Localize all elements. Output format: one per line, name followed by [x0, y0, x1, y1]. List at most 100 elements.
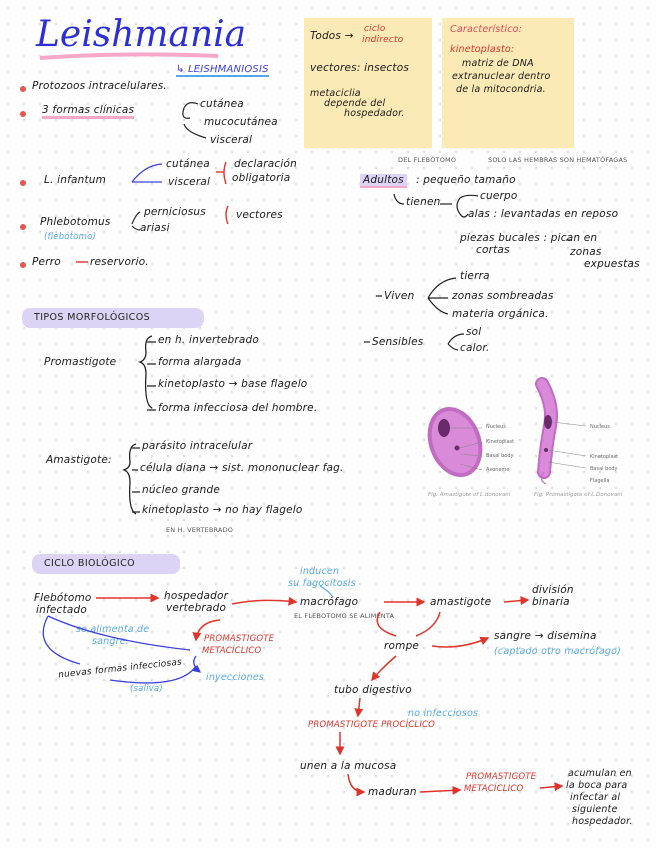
amastigote-label: Amastigote:: [46, 454, 112, 466]
note1-ciclo-2: indirecto: [362, 35, 404, 45]
form-visceral: visceral: [210, 134, 253, 146]
intro-b5: Perro: [32, 256, 61, 268]
ciclo-inducen-2: su fagocitosis: [288, 578, 356, 589]
tienen-label: tienen: [406, 196, 441, 208]
promastigote-item-4: forma infecciosa del hombre.: [158, 402, 318, 414]
ciclo-prom-meta-2: METACÍCLICO: [202, 646, 262, 656]
bullet-dot: [20, 262, 26, 268]
intro-b2: 3 formas clínicas: [42, 104, 135, 119]
ama-label-axoneme: Axoneme: [486, 467, 510, 473]
promastigote-figure: [535, 377, 587, 485]
b4-species-2: ariasi: [140, 222, 170, 234]
caption-el-flebotomo: EL FLEBOTOMO SE ALIMENTA: [294, 612, 395, 620]
ciclo-rompe: rompe: [384, 640, 420, 652]
inf-visceral: visceral: [168, 176, 211, 188]
viven-tierra: tierra: [460, 270, 490, 282]
b4-species-1: perniciosus: [144, 206, 206, 218]
note1-ciclo-1: ciclo: [364, 24, 386, 34]
promastigote-item-2: forma alargada: [158, 356, 242, 368]
ciclo-se-alimenta-2: sangre.: [92, 636, 129, 647]
ciclo-hospedador-1: hospedador: [164, 590, 229, 602]
ciclo-division-1: división: [532, 584, 574, 596]
note2-heading: Característico:: [450, 24, 523, 35]
sensibles-label: Sensibles: [372, 336, 424, 348]
tienen-cortas: cortas: [476, 244, 510, 256]
pro-label-nucleus: Nucleus: [590, 424, 610, 430]
ciclo-hospedador-2: vertebrado: [166, 602, 227, 614]
viven-label: Viven: [384, 290, 415, 302]
amastigote-item-3: núcleo grande: [142, 484, 221, 496]
amastigote-item-1: parásito intracelular: [142, 440, 253, 452]
tienen-zonas: zonas: [570, 246, 602, 258]
sensibles-sol: sol: [466, 326, 482, 338]
note1-todos: Todos →: [310, 30, 354, 42]
ama-label-kinetoplast: Kinetoplast: [486, 439, 515, 445]
ciclo-macrofago: macrófago: [300, 596, 359, 608]
ama-label-nucleus: Nucleus: [486, 424, 506, 430]
caption-hembras: SOLO LAS HEMBRAS SON HEMATÓFAGAS: [488, 156, 628, 164]
bullet-dot: [20, 86, 26, 92]
adultos-desc: : pequeño tamaño: [416, 174, 516, 186]
tipos-heading: TIPOS MORFOLÓGICOS: [22, 308, 204, 328]
subtitle: ↳ LEISHMANIOSIS: [176, 64, 269, 77]
ciclo-no-infecciosos: no infecciosos: [408, 708, 479, 719]
b4-role: vectores: [236, 209, 283, 221]
bullet-dot: [20, 224, 26, 230]
amastigote-figure: [427, 407, 483, 477]
promastigote-label: Promastigote: [44, 356, 117, 368]
note1-metaciclia-3: hospedador.: [344, 108, 405, 119]
pro-label-basal: Basal body: [590, 466, 618, 472]
page-title: Leishmania: [36, 14, 247, 55]
promastigote-item-1: en h. invertebrado: [158, 334, 260, 346]
note2-desc-3: de la mitocondria.: [456, 84, 546, 95]
ciclo-saliva: (saliva): [130, 684, 163, 694]
amastigote-item-4: kinetoplasto → no hay flagelo: [142, 504, 303, 516]
ama-label-basal: Basal body: [486, 453, 514, 459]
b5-role: reservorio.: [90, 256, 149, 268]
note1-metaciclia-2: depende del: [324, 98, 386, 109]
ciclo-prom-prociclico: PROMASTIGOTE PROCÍCLICO: [308, 720, 436, 730]
tienen-alas: alas : levantadas en reposo: [468, 208, 619, 220]
note2-desc-2: extranuclear dentro: [452, 71, 551, 82]
ciclo-heading: CICLO BIOLÓGICO: [32, 554, 180, 574]
ciclo-acumulan-5: hospedador.: [572, 816, 633, 827]
ciclo-maduran: maduran: [368, 786, 417, 798]
ciclo-inyecciones: inyecciones: [206, 672, 265, 683]
tienen-piezas: piezas bucales : pican en: [460, 232, 598, 244]
ciclo-acumulan-1: acumulan en: [568, 768, 632, 779]
form-cutanea: cutánea: [200, 98, 244, 110]
note-card-1: [304, 18, 432, 148]
tienen-cuerpo: cuerpo: [480, 190, 518, 202]
pro-label-kinetoplast: Kinetoplast: [590, 454, 619, 460]
ciclo-inducen-1: inducen: [300, 566, 340, 577]
ciclo-prom-meta2-1: PROMASTIGOTE: [466, 772, 537, 782]
note1-metaciclia-1: metaciclia: [310, 88, 361, 99]
ciclo-acumulan-2: la boca para: [566, 780, 628, 791]
caption-del-flebotomo: DEL FLEBÓTOMO: [398, 156, 457, 164]
ciclo-unen: unen a la mucosa: [300, 760, 397, 772]
note-card-2: [442, 18, 574, 148]
ciclo-tubo: tubo digestivo: [334, 684, 412, 696]
ciclo-prom-meta-1: PROMASTIGOTE: [204, 634, 275, 644]
intro-b1: Protozoos intracelulares.: [32, 80, 167, 92]
tienen-expuestas: expuestas: [584, 258, 640, 270]
viven-zonas: zonas sombreadas: [452, 290, 554, 302]
form-mucocutanea: mucocutánea: [204, 116, 278, 128]
bullet-dot: [20, 111, 26, 117]
intro-b4: Phlebotomus: [40, 216, 111, 228]
caption-h-vertebrado: EN H. VERTEBRADO: [166, 526, 234, 534]
inf-cutanea: cutánea: [166, 158, 210, 170]
pro-label-flagella: Flagella: [590, 478, 610, 484]
ciclo-captado: (captado otro macrófago): [494, 646, 621, 657]
adultos-label: Adultos: [360, 174, 407, 188]
note2-kineto: kinetoplasto:: [450, 44, 515, 55]
ciclo-se-alimenta-1: se alimenta de: [76, 624, 150, 635]
inf-result-2: obligatoria: [232, 172, 291, 184]
ciclo-prom-meta2-2: METACÍCLICO: [464, 784, 524, 794]
note2-desc-1: matriz de DNA: [462, 58, 534, 69]
